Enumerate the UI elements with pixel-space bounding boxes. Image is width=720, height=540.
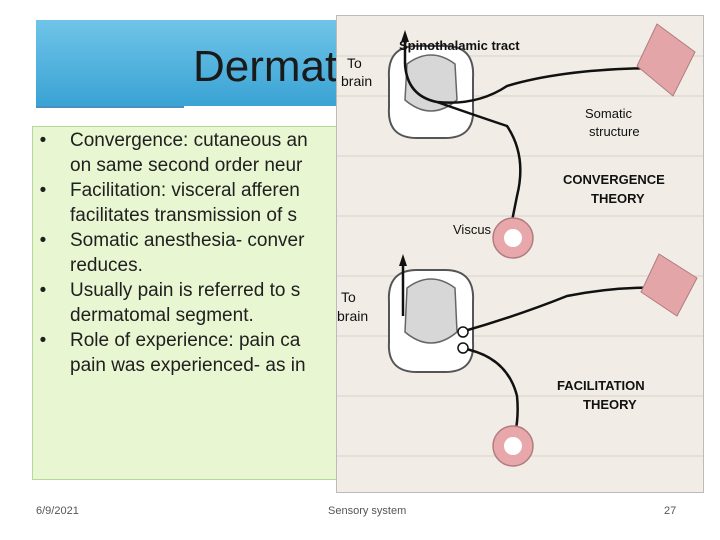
synapse-bottom-2: [457, 342, 469, 354]
footer-date: 6/9/2021: [36, 505, 79, 517]
somatic-afferent-bottom: [460, 286, 666, 334]
bullet-dot: •: [39, 130, 47, 151]
bullet-text-line1: Role of experience: pain ca: [70, 330, 301, 351]
slide-title: Dermat: [193, 42, 338, 91]
bullet-dot: •: [39, 330, 47, 351]
to-brain-top-1: To: [347, 55, 362, 71]
footer-center: Sensory system: [328, 505, 407, 517]
bullet-dot: •: [39, 280, 47, 301]
bullet-text-line2: pain was experienced- as in: [70, 355, 306, 376]
bullet-text-line2: dermatomal segment.: [70, 305, 254, 326]
bullet-text-line2: facilitates transmission of s: [70, 205, 298, 226]
title-band: [36, 20, 356, 106]
convergence-label-2: THEORY: [591, 191, 645, 206]
somatic-label-1: Somatic: [585, 106, 632, 121]
title-underline: [36, 106, 184, 108]
synapse-bottom-1: [457, 326, 469, 338]
arrow-up-top: [401, 30, 409, 42]
facilitation-label-1: FACILITATION: [557, 378, 645, 393]
spinal-cord-top: [387, 45, 475, 139]
convergence-label-1: CONVERGENCE: [563, 172, 665, 187]
bullet-text-line2: on same second order neur: [70, 155, 303, 176]
bullet-item: • Role of experience: pain ca pain was e…: [36, 328, 696, 378]
visceral-afferent-top: [436, 100, 522, 227]
somatic-afferent-top: [403, 63, 666, 104]
viscus-lumen-top: [504, 229, 522, 247]
spinothalamic-label: Spinothalamic tract: [399, 38, 520, 53]
bullet-dot: •: [39, 180, 47, 201]
bullet-list: • Convergence: cutaneous an on same seco…: [36, 128, 696, 378]
bullet-item: • Usually pain is referred to s dermatom…: [36, 278, 696, 328]
somatic-label-2: structure: [589, 124, 640, 139]
to-brain-bottom-1: To: [341, 289, 356, 305]
bullet-dot: •: [39, 230, 47, 251]
referred-pain-figure: Spinothalamic tract To brain Somatic str…: [336, 15, 704, 493]
to-brain-bottom-2: brain: [337, 308, 368, 324]
to-brain-top-2: brain: [341, 73, 372, 89]
bullet-text-line2: reduces.: [70, 255, 143, 276]
bullet-text-line1: Somatic anesthesia- conver: [70, 230, 305, 251]
bullet-item: • Convergence: cutaneous an on same seco…: [36, 128, 696, 178]
bullet-item: • Facilitation: visceral afferen facilit…: [36, 178, 696, 228]
bullet-item: • Somatic anesthesia- conver reduces.: [36, 228, 696, 278]
somatic-structure-top: [636, 23, 696, 97]
bullet-text-line1: Usually pain is referred to s: [70, 280, 301, 301]
facilitation-label-2: THEORY: [583, 397, 637, 412]
viscus-lumen-bottom: [504, 437, 522, 455]
visceral-afferent-bottom: [460, 346, 519, 435]
spinal-cord-bottom: [387, 269, 475, 373]
bullet-text-line1: Facilitation: visceral afferen: [70, 180, 300, 201]
figure-illustration: Spinothalamic tract To brain Somatic str…: [337, 23, 703, 467]
arrow-up-bottom: [399, 254, 407, 266]
viscus-label: Viscus: [453, 222, 492, 237]
footer-page-number: 27: [664, 505, 677, 517]
bullet-text-line1: Convergence: cutaneous an: [70, 130, 308, 151]
somatic-structure-bottom: [640, 253, 698, 317]
